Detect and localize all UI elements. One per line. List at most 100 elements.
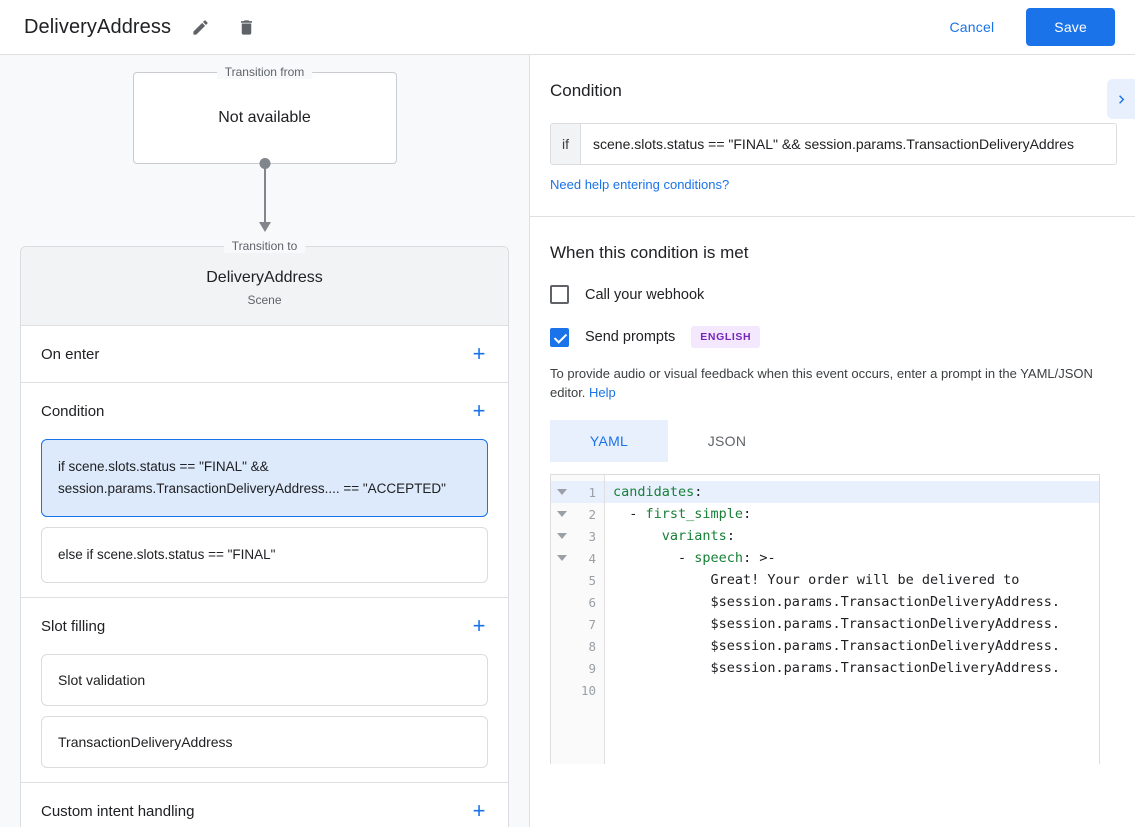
transition-from-box: Transition from Not available [132, 65, 397, 164]
code-token: candidates [613, 484, 695, 500]
section-custom-intent-handling: Custom intent handling + [21, 783, 508, 827]
send-prompts-checkbox[interactable] [550, 327, 569, 347]
section-on-enter: On enter + [21, 326, 508, 383]
prompts-helper-text: To provide audio or visual feedback when… [550, 364, 1116, 402]
prompts-help-link[interactable]: Help [589, 385, 616, 400]
add-custom-intent-button[interactable]: + [472, 798, 486, 823]
condition-help-link[interactable]: Need help entering conditions? [550, 177, 730, 192]
section-header-custom-intent-handling[interactable]: Custom intent handling + [21, 783, 508, 827]
code-line[interactable]: $session.params.TransactionDeliveryAddre… [605, 635, 1099, 657]
editor-format-tabs: YAML JSON [550, 420, 1117, 462]
code-line[interactable]: $session.params.TransactionDeliveryAddre… [605, 591, 1099, 613]
code-line[interactable]: - speech: >- [605, 547, 1099, 569]
code-token: : >- [743, 550, 776, 566]
send-prompts-row[interactable]: Send prompts ENGLISH [550, 326, 1117, 348]
line-number: 4 [588, 550, 596, 566]
save-button[interactable]: Save [1026, 8, 1115, 46]
code-line[interactable]: - first_simple: [605, 503, 1099, 525]
code-line[interactable]: variants: [605, 525, 1099, 547]
fold-triangle-icon[interactable] [557, 533, 567, 539]
gutter-line: 8 [551, 635, 604, 657]
code-token: first_simple [645, 506, 744, 522]
code-line[interactable]: candidates: [605, 481, 1099, 503]
section-header-condition[interactable]: Condition + [21, 383, 508, 439]
transition-to-legend: Transition to [223, 239, 306, 253]
condition-editor-section: Condition if Need help entering conditio… [530, 55, 1135, 217]
connector-dot [259, 158, 270, 169]
tab-yaml[interactable]: YAML [550, 420, 668, 462]
transition-to-card: Transition to DeliveryAddress Scene On e… [20, 239, 509, 827]
webhook-row[interactable]: Call your webhook [550, 285, 1117, 304]
add-slot-filling-button[interactable]: + [472, 613, 486, 638]
add-on-enter-button[interactable]: + [472, 341, 486, 366]
language-badge: ENGLISH [691, 326, 761, 348]
code-line[interactable]: $session.params.TransactionDeliveryAddre… [605, 613, 1099, 635]
scene-header: DeliveryAddress Scene [21, 247, 508, 326]
section-slot-filling: Slot filling + Slot validation Transacti… [21, 598, 508, 783]
code-token: variants [661, 528, 727, 544]
connector-line [263, 164, 266, 226]
condition-item-selected[interactable]: if scene.slots.status == "FINAL" && sess… [41, 439, 488, 517]
line-number: 3 [588, 528, 596, 544]
gutter-line: 5 [551, 569, 604, 591]
fold-triangle-icon[interactable] [557, 489, 567, 495]
right-panel: Condition if Need help entering conditio… [530, 55, 1135, 827]
line-number: 8 [588, 638, 596, 654]
fold-triangle-icon[interactable] [557, 555, 567, 561]
line-number: 2 [588, 506, 596, 522]
code-line[interactable] [605, 679, 1099, 701]
line-number: 7 [588, 616, 596, 632]
editor-line-gutter: 1 2 3 4 5 6 7 8 9 10 [551, 475, 605, 764]
gutter-line: 3 [551, 525, 604, 547]
gutter-line: 4 [551, 547, 604, 569]
editor-code-area[interactable]: candidates: - first_simple: variants: - … [605, 475, 1099, 764]
code-token [613, 528, 662, 544]
code-token: speech [694, 550, 744, 566]
code-line[interactable]: Great! Your order will be delivered to [605, 569, 1099, 591]
gutter-line: 6 [551, 591, 604, 613]
section-condition: Condition + if scene.slots.status == "FI… [21, 383, 508, 598]
code-token: : [743, 506, 752, 522]
pencil-icon[interactable] [183, 10, 217, 44]
scene-type: Scene [247, 293, 282, 307]
section-header-slot-filling[interactable]: Slot filling + [21, 598, 508, 654]
page-title: DeliveryAddress [24, 15, 172, 38]
line-number: 1 [588, 484, 596, 500]
if-label: if [551, 124, 581, 164]
when-condition-met-section: When this condition is met Call your web… [530, 217, 1135, 764]
code-token: : [694, 484, 703, 500]
code-token: - [613, 550, 695, 566]
prompts-helper-sentence: To provide audio or visual feedback when… [550, 366, 1093, 400]
condition-if-row: if [550, 123, 1117, 165]
fold-triangle-icon[interactable] [557, 511, 567, 517]
call-webhook-checkbox[interactable] [550, 285, 569, 304]
code-token: - [613, 506, 646, 522]
slot-validation-item[interactable]: Slot validation [41, 654, 488, 706]
gutter-line: 2 [551, 503, 604, 525]
section-title-condition: Condition [41, 402, 105, 420]
code-token: Great! Your order will be delivered to [613, 572, 1020, 588]
add-condition-button[interactable]: + [472, 398, 486, 423]
condition-item[interactable]: else if scene.slots.status == "FINAL" [41, 527, 488, 583]
line-number: 10 [580, 682, 596, 698]
section-title-slot-filling: Slot filling [41, 617, 106, 635]
when-met-heading: When this condition is met [550, 243, 749, 262]
condition-expression-input[interactable] [581, 124, 1116, 164]
chevron-right-icon[interactable] [1107, 79, 1135, 119]
code-token: : [726, 528, 735, 544]
tab-json[interactable]: JSON [707, 433, 747, 449]
trash-icon[interactable] [229, 10, 263, 44]
gutter-line: 10 [551, 679, 604, 701]
cancel-button[interactable]: Cancel [934, 10, 1011, 44]
slot-item-transaction-delivery-address[interactable]: TransactionDeliveryAddress [41, 716, 488, 768]
call-webhook-label: Call your webhook [585, 286, 705, 303]
line-number: 9 [588, 660, 596, 676]
transition-from-legend: Transition from [216, 65, 313, 79]
left-panel: Transition from Not available Transition… [0, 55, 530, 827]
section-title-custom-intent-handling: Custom intent handling [41, 802, 195, 820]
line-number: 5 [588, 572, 596, 588]
code-line[interactable]: $session.params.TransactionDeliveryAddre… [605, 657, 1099, 679]
section-header-on-enter[interactable]: On enter + [21, 326, 508, 382]
section-body-slot-filling: Slot validation TransactionDeliveryAddre… [21, 654, 508, 782]
